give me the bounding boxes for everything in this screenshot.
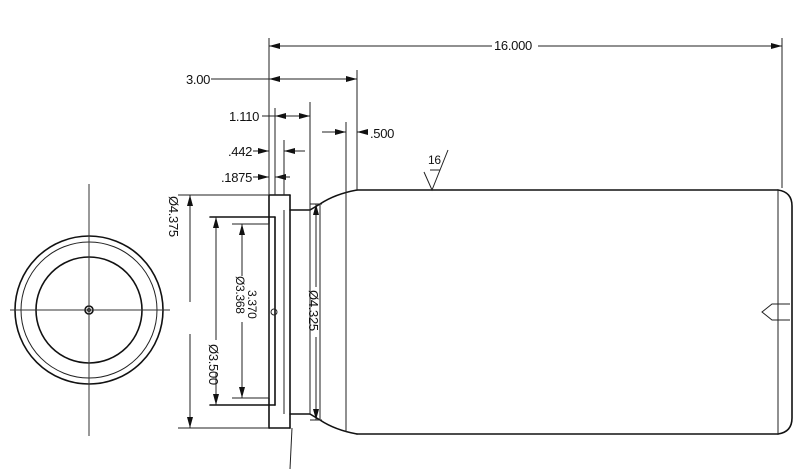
dim-groove-offset-arrow-left <box>258 148 269 154</box>
dim-taper-arrow-right <box>357 129 368 135</box>
dim-overall-arrow-left <box>269 43 280 49</box>
dim-outer-arrow-bottom <box>187 417 193 428</box>
dim-overall-label: 16.000 <box>494 38 532 53</box>
body-right-end <box>777 189 793 435</box>
dim-outer-arrow-top <box>187 195 193 206</box>
dim-outer-label: Ø4.375 <box>166 196 181 237</box>
dim-inner-step-arrow-right <box>346 76 357 82</box>
side-view <box>209 189 793 469</box>
diameter-symbol: Ø <box>306 290 321 300</box>
center-drill-mark <box>761 303 790 321</box>
dim-taper-label: .500 <box>370 126 394 141</box>
diameter-symbol: Ø <box>206 344 221 354</box>
dim-bore-label-min: 3.370 <box>245 290 259 319</box>
dim-recess-arrow-bottom <box>213 394 219 405</box>
dim-neck-arrow-top <box>313 204 319 215</box>
dim-recess-label: Ø3.500 <box>206 344 221 385</box>
dim-outer-value: 4.375 <box>166 206 181 237</box>
dim-bore-value-max: 3.368 <box>233 285 247 314</box>
dim-bore-depth-label: 1.110 <box>229 109 259 124</box>
dim-bore-arrow-top <box>239 224 245 235</box>
dim-bore-depth-arrow-left <box>275 113 286 119</box>
dim-neck-label: Ø4.325 <box>306 290 321 331</box>
dimensions: 16.000 3.00 1.110 .442 .1875 .500 <box>166 38 783 429</box>
dim-taper-arrow-left <box>335 129 346 135</box>
surface-finish-symbol: 16 <box>423 149 449 192</box>
taper-bottom <box>309 413 358 435</box>
taper-top <box>309 189 358 211</box>
dim-bore-arrow-bottom <box>239 387 245 398</box>
dim-neck-arrow-bottom <box>313 409 319 420</box>
dim-overall-arrow-right <box>771 43 782 49</box>
dim-bore-label: Ø3.368 <box>233 276 247 314</box>
dim-inner-step-label: 3.00 <box>186 72 210 87</box>
dim-groove-width-label: .1875 <box>221 170 252 185</box>
dim-groove-width-arrow-left <box>258 174 269 180</box>
end-view <box>10 184 170 436</box>
diameter-symbol: Ø <box>233 276 247 285</box>
diameter-symbol: Ø <box>166 196 181 206</box>
dim-neck-value: 4.325 <box>306 300 321 331</box>
bore-center-mark <box>270 308 278 316</box>
section-leader-line <box>289 427 293 469</box>
dim-recess-value: 3.500 <box>206 354 221 385</box>
dim-groove-offset-arrow-right <box>284 148 295 154</box>
dim-inner-step-arrow-left <box>269 76 280 82</box>
dim-bore-depth-arrow-right <box>299 113 310 119</box>
dim-recess-arrow-top <box>213 217 219 228</box>
dim-groove-offset-label: .442 <box>228 144 252 159</box>
surface-finish-label: 16 <box>428 153 441 167</box>
